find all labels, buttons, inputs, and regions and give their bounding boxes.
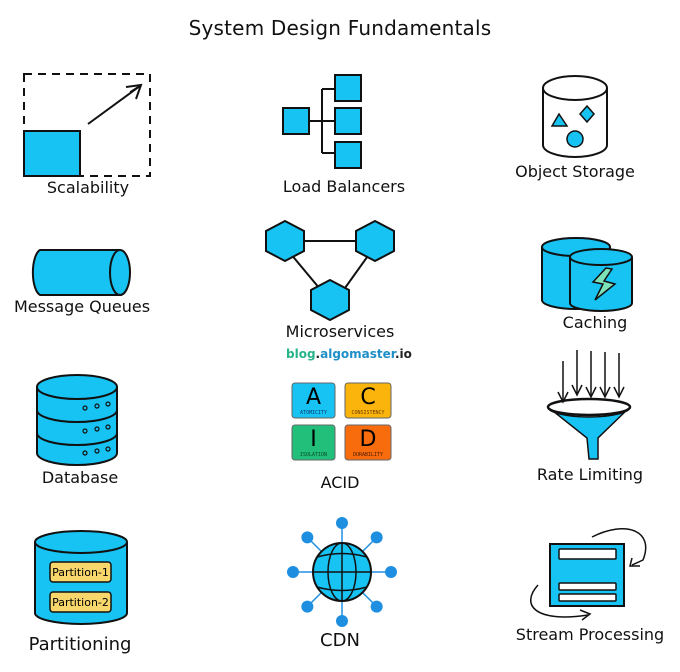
partitioned-cylinder-icon: Partition-1 Partition-2 [34,530,128,625]
database-stack-icon [36,374,118,466]
acid-cell-consistency: C CONSISTENCY [344,382,392,419]
brand-dot: . [394,347,400,361]
acid-word: ISOLATION [300,452,327,458]
page-title: System Design Fundamentals [188,16,492,40]
concept-rate-limiting: Rate Limiting [510,340,680,500]
concept-label: Scalability [46,178,130,197]
globe-network-icon [287,517,397,627]
acid-cell-durability: D DURABILITY [344,424,392,461]
concept-microservices: Microservices [230,210,450,370]
partition-1: Partition-1 [49,561,112,583]
concept-database: Database [0,360,200,500]
concept-label: Rate Limiting [536,465,644,484]
concept-scalability: Scalability [0,60,230,210]
acid-letter: A [306,385,321,410]
concept-label: Microservices [285,322,395,341]
concept-cdn: CDN [270,500,410,672]
cdn-edge-node [336,517,348,529]
scale-up-arrow-icon [23,73,151,177]
cdn-edge-node [287,566,299,578]
hexagon-network-icon [265,219,395,322]
acid-letter: D [360,427,377,452]
concept-label: Message Queues [13,297,151,316]
concept-caching: Caching [500,220,680,340]
cdn-edge-node [370,531,383,544]
acid-word: ATOMICITY [300,410,327,416]
cdn-edge-node [385,566,397,578]
cdn-edge-node [301,600,314,613]
concept-label: CDN [320,630,360,651]
partition-2: Partition-2 [49,591,112,613]
concept-label: Partitioning [28,634,132,655]
concept-load-balancers: Load Balancers [230,60,450,210]
load-balancer-tree-icon [282,74,362,169]
brand-watermark: blog.algomaster.io [286,347,412,361]
acid-cell-isolation: I ISOLATION [291,424,336,461]
partition-label: Partition-1 [52,566,109,579]
concept-message-queues: Message Queues [0,220,230,340]
cdn-edge-node [370,600,383,613]
concept-object-storage: Object Storage [480,60,680,210]
brand-dot: . [315,347,321,361]
concept-label: Caching [562,313,628,332]
acid-cell-atomicity: A ATOMICITY [291,382,336,419]
concept-stream-processing: Stream Processing [500,515,680,672]
brand-part2: algomaster [320,347,395,361]
concept-label: ACID [320,473,360,492]
brand-part1: blog [286,347,316,361]
acid-letter: C [360,385,375,410]
cache-cylinders-bolt-icon [541,237,633,312]
concept-label: Stream Processing [515,625,665,644]
brand-part3: io [399,347,412,361]
concept-label: Object Storage [515,162,635,181]
cdn-edge-node [301,531,314,544]
acid-word: CONSISTENCY [351,410,384,416]
cdn-edge-node [336,615,348,627]
concept-partitioning: Partition-1 Partition-2 Partitioning [0,510,200,672]
acid-letter: I [310,427,317,452]
funnel-arrows-icon [546,350,632,460]
concept-acid: A ATOMICITY C CONSISTENCY I ISOLATION D … [270,370,410,500]
stream-cycle-icon [529,528,647,621]
concept-label: Load Balancers [282,177,406,196]
bucket-shapes-icon [542,75,608,158]
acid-grid-icon: A ATOMICITY C CONSISTENCY I ISOLATION D … [291,382,392,461]
queue-pipe-icon [31,249,131,296]
acid-word: DURABILITY [353,452,383,458]
partition-label: Partition-2 [52,596,109,609]
concept-label: Database [41,468,119,487]
